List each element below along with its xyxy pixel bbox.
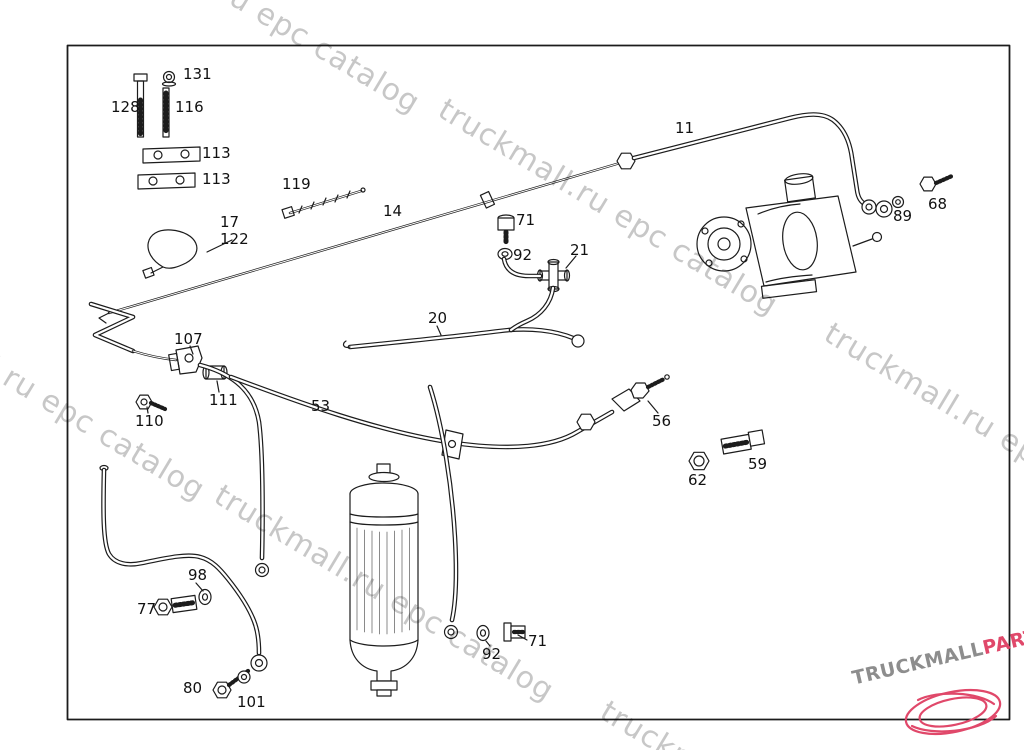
part-98-ring	[198, 588, 212, 606]
part-131-nut	[161, 70, 177, 87]
part-56-fitting	[611, 374, 670, 412]
part-113-clamp-upper	[142, 146, 201, 164]
part-116-stud	[162, 87, 170, 138]
part-77-bolt	[153, 594, 198, 616]
part-53-pipe	[228, 374, 615, 460]
part-14-zigzag-end	[88, 301, 178, 362]
steering-pump-assembly	[696, 173, 883, 299]
part-92-ring-lower	[476, 624, 490, 642]
part-17-122-cable-tie	[142, 229, 198, 279]
part-110-bolt	[135, 394, 168, 412]
return-pipe-vertical	[197, 362, 270, 578]
part-113-clamp-lower	[137, 172, 196, 190]
part-62-nut	[688, 451, 710, 471]
part-68-bolt	[919, 173, 955, 192]
part-11-pipe	[616, 112, 877, 215]
part-20-pipe	[342, 256, 585, 350]
leader-lines	[146, 239, 659, 647]
part-14-pipe	[98, 161, 622, 324]
filter-feed-pipe	[427, 384, 459, 640]
diagram-border	[66, 44, 1011, 721]
fuel-filter	[349, 463, 419, 697]
brand-swirl-icon	[904, 688, 1002, 736]
part-59-bolt	[720, 429, 766, 455]
part-89-rings	[875, 195, 905, 218]
part-119-strap	[281, 187, 366, 219]
union-nut	[616, 152, 636, 170]
part-128-bolt	[133, 73, 148, 138]
pipe-clip	[479, 190, 496, 209]
part-71-fitting-upper	[497, 214, 515, 247]
part-71-fitting-lower	[503, 622, 526, 642]
loop-pipe	[99, 464, 268, 672]
part-101-washer	[237, 670, 251, 684]
